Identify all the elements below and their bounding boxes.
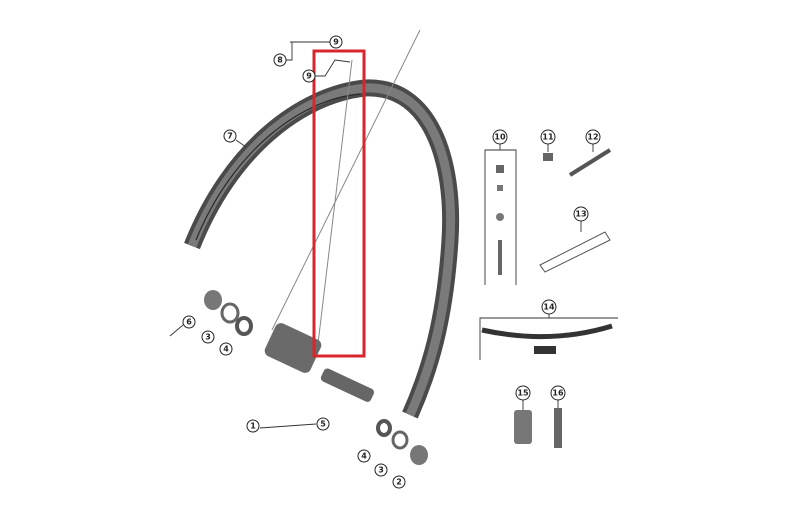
- highlight-box: [312, 49, 366, 358]
- callout-4-right: 4: [357, 449, 371, 463]
- svg-text:6: 6: [186, 318, 192, 327]
- callout-13: 13: [573, 206, 589, 222]
- svg-text:12: 12: [587, 133, 598, 142]
- svg-text:9: 9: [306, 72, 312, 81]
- svg-text:1: 1: [250, 422, 256, 431]
- svg-text:4: 4: [361, 452, 367, 461]
- svg-text:7: 7: [227, 132, 233, 141]
- svg-text:15: 15: [517, 389, 529, 398]
- svg-text:8: 8: [277, 56, 283, 65]
- callout-2: 2: [392, 475, 406, 489]
- svg-text:3: 3: [378, 466, 384, 475]
- callout-5: 5: [316, 417, 330, 431]
- sealant-bottle: [514, 410, 532, 444]
- callout-9: 9: [302, 69, 316, 83]
- callout-7: 7: [223, 129, 237, 143]
- leader-lines: [169, 41, 594, 429]
- svg-text:10: 10: [494, 133, 506, 142]
- hub: [204, 290, 428, 465]
- rim-decal: [479, 317, 618, 360]
- valve-extender: [554, 408, 562, 448]
- callout-12: 12: [585, 129, 601, 145]
- svg-text:3: 3: [205, 333, 211, 342]
- svg-text:13: 13: [575, 210, 586, 219]
- spoke-wrench: [568, 148, 612, 177]
- callout-9-top: 9: [329, 35, 343, 49]
- callout-14: 14: [541, 299, 557, 315]
- callout-10: 10: [492, 129, 508, 145]
- svg-text:2: 2: [396, 478, 402, 487]
- callout-4-left: 4: [219, 342, 233, 356]
- svg-text:9: 9: [333, 38, 339, 47]
- callout-1: 1: [246, 419, 260, 433]
- rim-tape: [539, 231, 611, 273]
- svg-text:14: 14: [543, 303, 555, 312]
- callout-6: 6: [182, 315, 196, 329]
- spokes: [271, 29, 421, 353]
- callout-11: 11: [540, 129, 556, 145]
- valve-parts: [484, 149, 517, 285]
- nipple: [543, 153, 553, 161]
- callout-15: 15: [515, 385, 531, 401]
- callout-3-left: 3: [201, 330, 215, 344]
- svg-text:16: 16: [552, 389, 564, 398]
- callout-3-right: 3: [374, 463, 388, 477]
- svg-text:4: 4: [223, 345, 229, 354]
- callout-16: 16: [550, 385, 566, 401]
- callout-8: 8: [273, 53, 287, 67]
- svg-text:11: 11: [542, 133, 554, 142]
- rim: [184, 79, 460, 419]
- svg-text:5: 5: [320, 420, 326, 429]
